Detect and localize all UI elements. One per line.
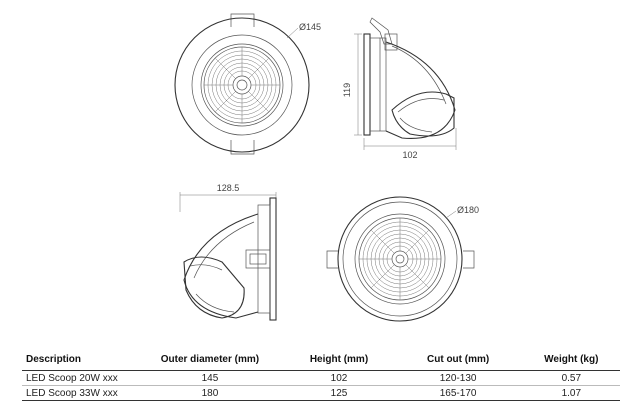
small-diameter-label: Ø145 [299, 22, 321, 32]
specification-table: Description Outer diameter (mm) Height (… [22, 352, 620, 401]
column-header-description: Description [26, 353, 82, 365]
column-header-height: Height (mm) [309, 353, 369, 365]
large-width-label: 128.5 [217, 183, 240, 193]
cell-height: 125 [330, 387, 348, 399]
column-header-outer-diameter: Outer diameter (mm) [160, 353, 260, 365]
cell-description: LED Scoop 33W xxx [26, 387, 118, 399]
small-height-label: 119 [342, 83, 352, 97]
table-row: LED Scoop 20W xxx 145 102 120-130 0.57 [22, 371, 620, 386]
cell-weight: 1.07 [561, 387, 582, 399]
side-view-small: 119 102 [342, 17, 457, 160]
cell-cut-out: 120-130 [439, 372, 477, 384]
cell-outer-diameter: 145 [201, 372, 219, 384]
cell-cut-out: 165-170 [439, 387, 477, 399]
table-header-row: Description Outer diameter (mm) Height (… [22, 352, 620, 371]
cell-weight: 0.57 [561, 372, 582, 384]
front-view-large: Ø180 [326, 196, 479, 322]
large-diameter-label: Ø180 [457, 205, 479, 215]
small-depth-label: 102 [402, 150, 417, 160]
front-view-small: Ø145 [174, 13, 321, 155]
cell-description: LED Scoop 20W xxx [26, 372, 118, 384]
column-header-weight: Weight (kg) [544, 353, 599, 365]
technical-drawings: Ø145 119 102 128.5 [174, 13, 479, 322]
side-view-large: 128.5 [179, 183, 277, 321]
cell-height: 102 [330, 372, 348, 384]
table-row: LED Scoop 33W xxx 180 125 165-170 1.07 [22, 386, 620, 401]
cell-outer-diameter: 180 [201, 387, 219, 399]
column-header-cut-out: Cut out (mm) [427, 353, 490, 365]
